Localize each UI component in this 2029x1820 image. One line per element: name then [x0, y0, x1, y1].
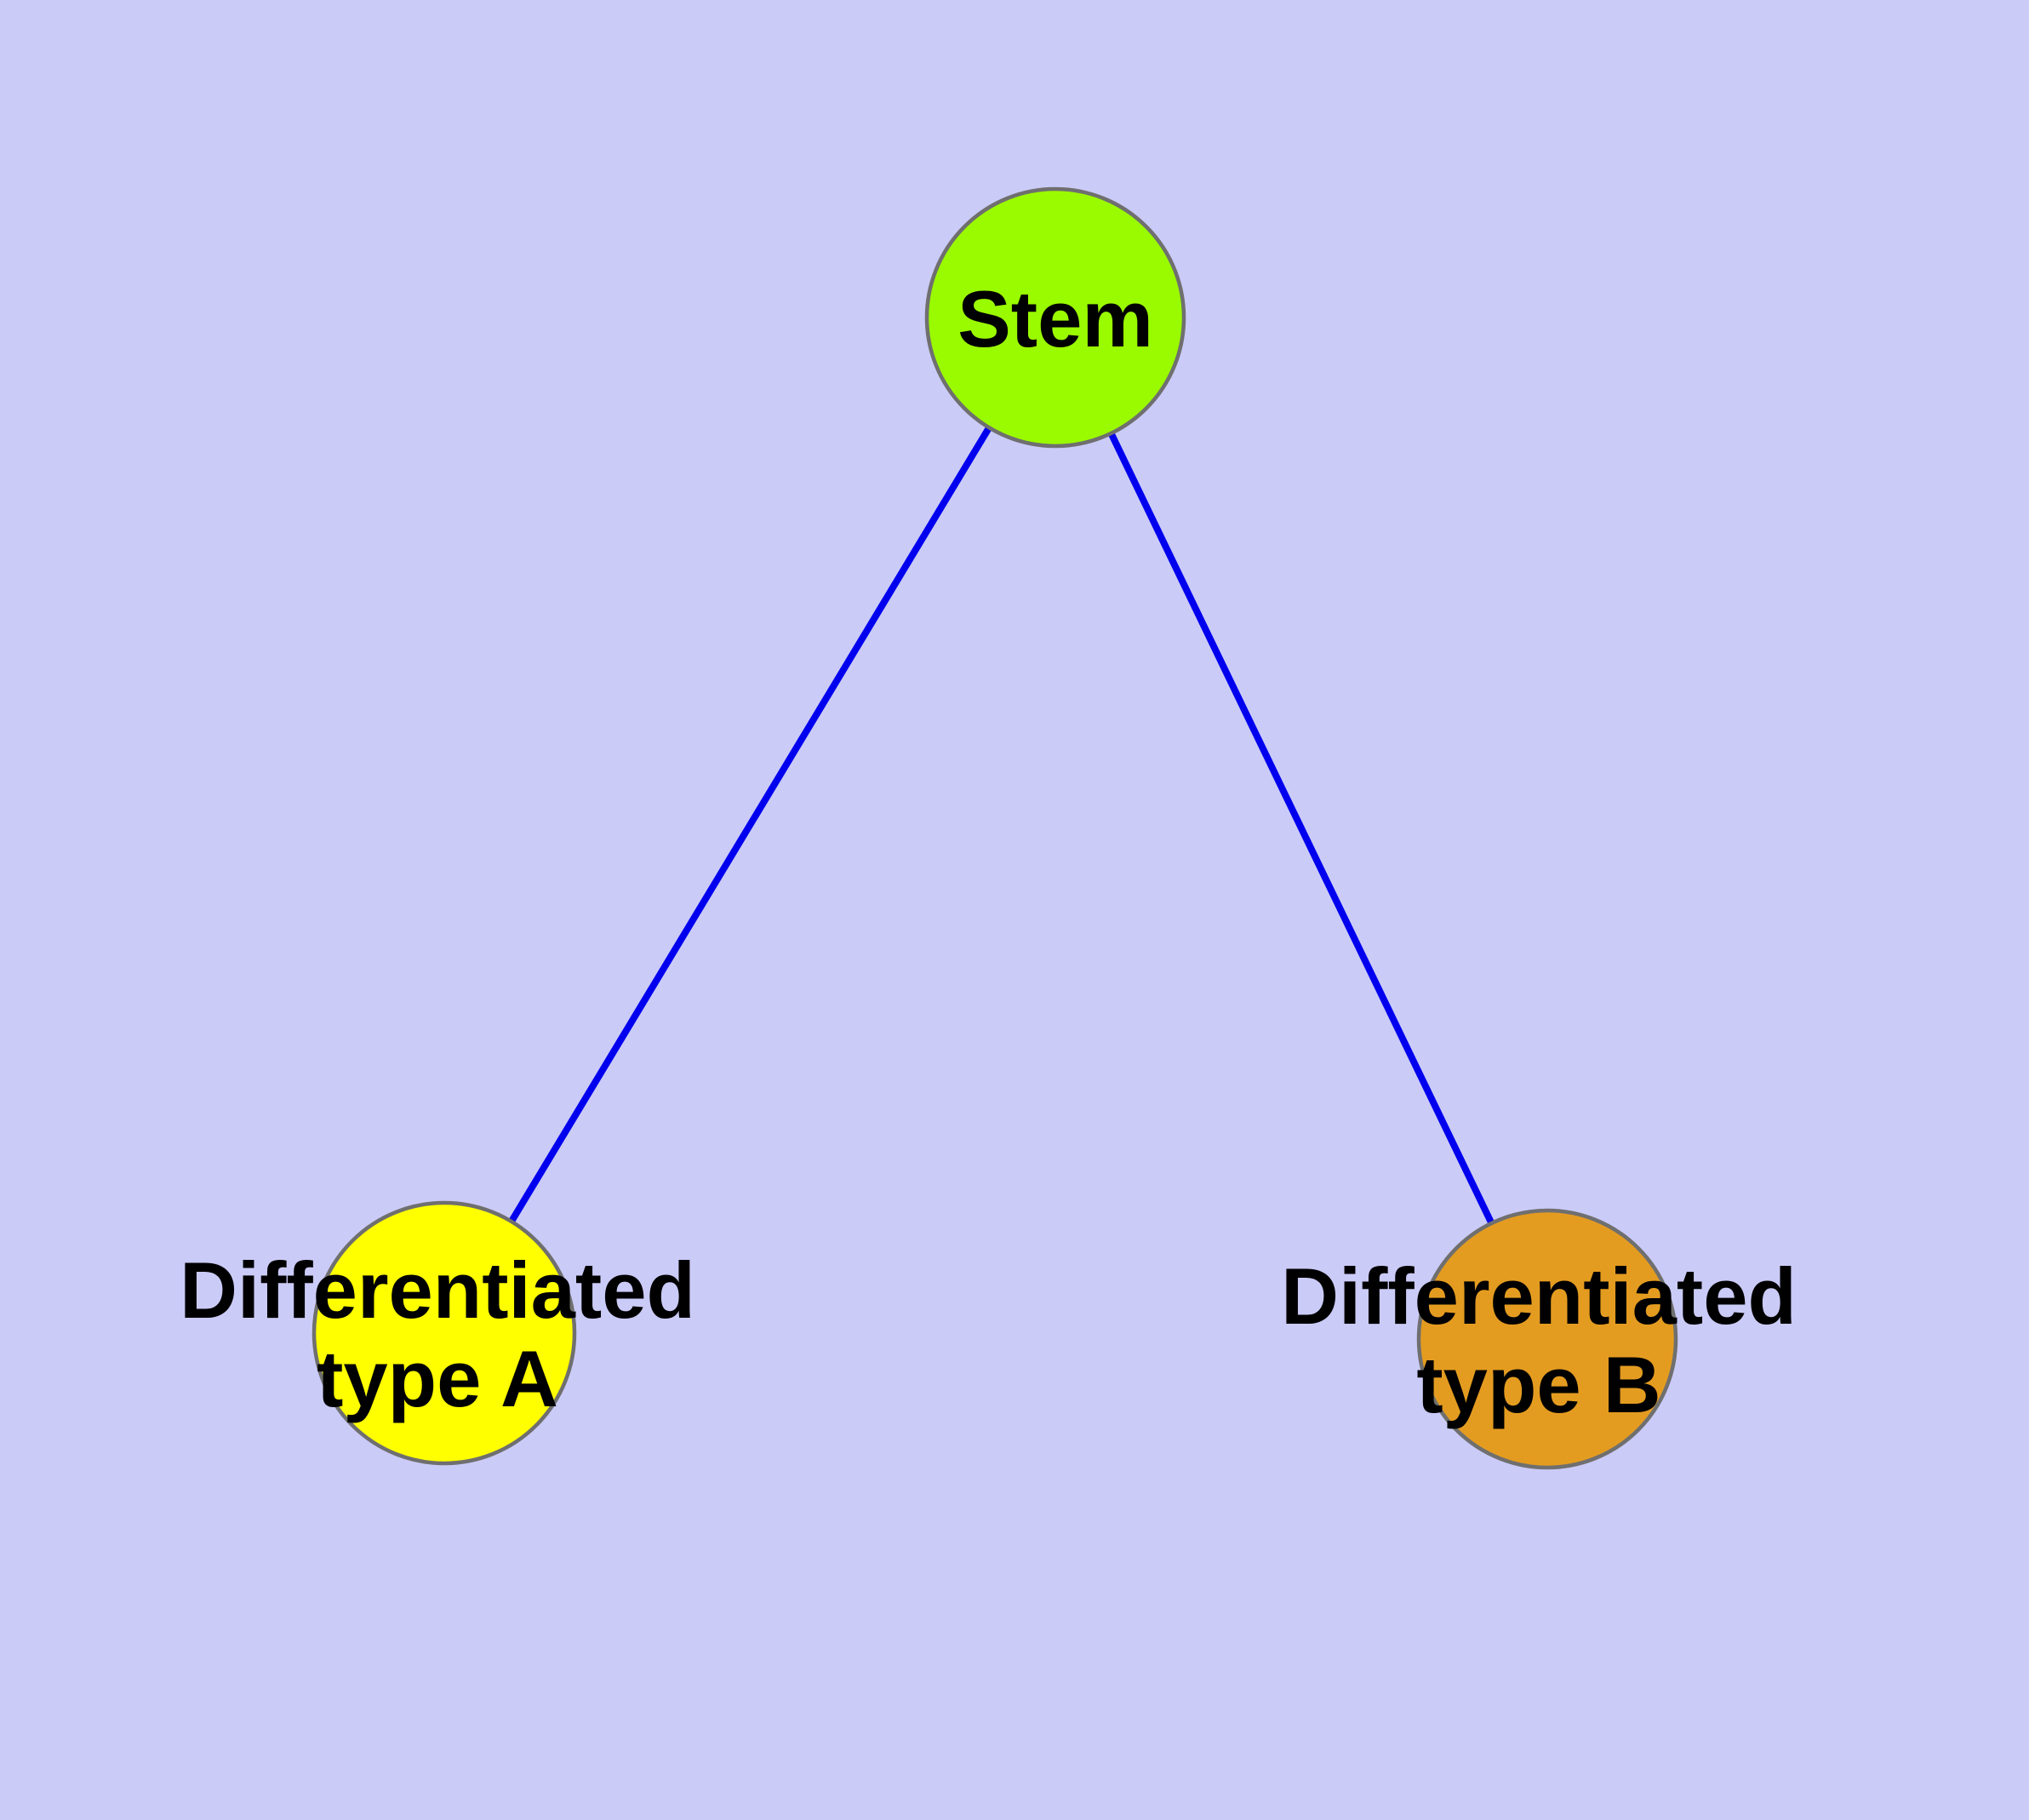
node-stem: Stem	[924, 186, 1186, 449]
node-type-a-label-line2: type A	[317, 1334, 558, 1423]
edge-stem-to-type-b	[1052, 316, 1551, 1341]
node-type-b-circle	[1416, 1208, 1678, 1470]
node-differentiated-type-b: Differentiated type B	[1281, 1208, 1797, 1470]
node-stem-label: Stem	[957, 274, 1153, 363]
node-stem-circle	[924, 186, 1186, 449]
edge-stem-to-type-a	[441, 315, 1059, 1336]
node-type-b-label-line2: type B	[1416, 1340, 1660, 1429]
node-type-b-label-line1: Differentiated	[1281, 1251, 1797, 1341]
node-differentiated-type-a: Differentiated type A	[180, 1200, 695, 1466]
node-type-a-label-line1: Differentiated	[180, 1245, 695, 1335]
node-type-a-circle	[311, 1200, 577, 1466]
